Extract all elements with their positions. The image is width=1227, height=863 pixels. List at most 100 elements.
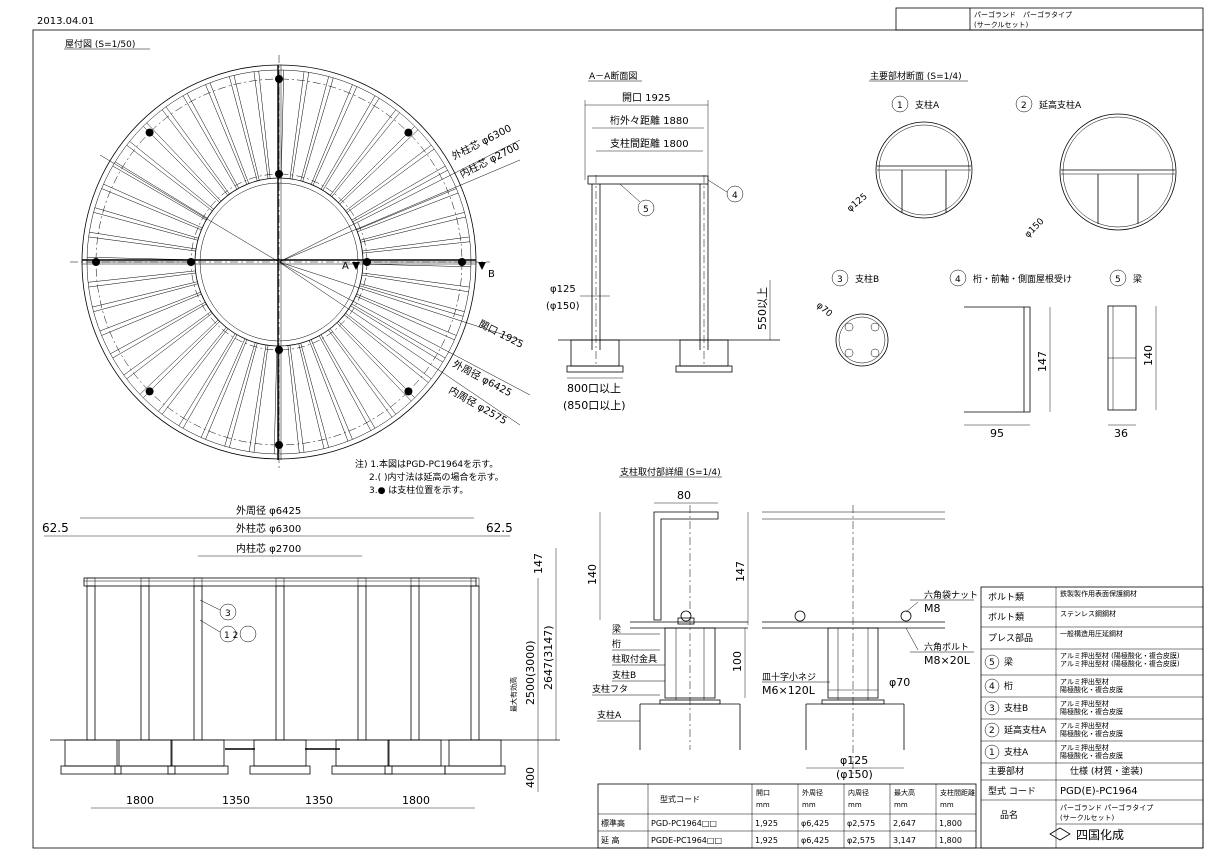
- main-sections: 主要部材断面 (S=1/4) 1 支柱A φ125 2 延高支柱A φ150 3…: [814, 70, 1177, 440]
- elev-post: [275, 585, 285, 741]
- model-header: mm: [894, 801, 908, 809]
- spec-row-value: ステンレス鋼鋼材: [1060, 609, 1116, 618]
- plan-post-outer: [145, 128, 154, 137]
- spec-row-no-circle: [984, 700, 1000, 716]
- item4-h: 147: [1036, 351, 1049, 372]
- model-cell: φ6,425: [801, 836, 829, 845]
- elev-outer-core: 外柱芯 φ6300: [236, 522, 301, 535]
- spec-row-no: 1: [989, 748, 995, 758]
- plan-post-inner: [275, 170, 283, 178]
- plan-marker-a: A: [342, 261, 349, 272]
- spec-product-value2: (サークルセット): [1060, 814, 1115, 822]
- detail-w80: 80: [677, 489, 691, 502]
- elev-overhang-left: 62.5: [42, 521, 69, 535]
- spec-row-value: アルミ押出型材: [1060, 743, 1109, 752]
- elev-post: [140, 585, 150, 741]
- model-header: mm: [756, 801, 770, 809]
- plan-rafter-edge: [233, 75, 260, 181]
- detail-label-posta: 支柱A: [597, 709, 622, 721]
- item5-no: 5: [1115, 275, 1121, 285]
- item1-no: 1: [897, 101, 903, 111]
- detail-d125: φ125: [840, 754, 868, 767]
- model-header: 内周径: [848, 788, 869, 797]
- spec-row-no-circle: [984, 722, 1000, 738]
- item3-label: 支柱B: [855, 273, 879, 285]
- plan-rafter: [93, 283, 198, 312]
- elev-post-head: [193, 577, 203, 587]
- spec-row-name: ボルト類: [988, 592, 1024, 603]
- elev-footing-base: [60, 765, 122, 775]
- plan-rafter-edge: [355, 295, 455, 341]
- elev-height: 2500(3000): [524, 640, 537, 705]
- item2-no: 2: [1021, 101, 1027, 111]
- plan-rafter-edge: [357, 192, 459, 233]
- model-header: mm: [848, 801, 862, 809]
- plan-rafter: [253, 345, 269, 453]
- plan-rafter-edge: [280, 70, 285, 179]
- plan-rafter-edge: [89, 231, 197, 250]
- plan-rafter-edge: [308, 340, 349, 442]
- title-product-line1: パーゴランド パーゴラタイプ: [974, 10, 1072, 19]
- detail-bolt: 六角ボルト: [924, 641, 969, 653]
- spec-row-no: 5: [989, 658, 995, 668]
- elev-footing: [253, 739, 307, 767]
- model-cell: 1,800: [939, 819, 962, 828]
- plan-rafter: [320, 334, 376, 429]
- plan-rafter-edge: [115, 161, 208, 219]
- plan-opening: 開口 1925: [477, 318, 526, 351]
- plan-rafter: [112, 165, 207, 221]
- note-3: 3.● は支柱位置を示す。: [369, 484, 468, 496]
- spec-row-value: 陽極酸化・複合皮膜: [1060, 707, 1123, 716]
- item1-dia: φ125: [846, 192, 870, 215]
- item5-w: 36: [1114, 427, 1128, 440]
- plan-rafter-edge: [224, 342, 256, 447]
- item3-no: 3: [837, 275, 843, 285]
- elev-total: 2647(3147): [542, 625, 555, 690]
- aa-post-dia: φ125: [550, 284, 576, 295]
- spec-row-value: 陽極酸化・複合皮膜: [1060, 751, 1123, 760]
- spec-row-value: アルミ押出型材: [1060, 699, 1109, 708]
- aa-depth: 550以上: [756, 287, 769, 330]
- elev-clearance: 最大有効高: [509, 677, 518, 712]
- plan-rafter: [253, 71, 269, 179]
- plan-rafter-edge: [110, 301, 206, 355]
- aa-post-span: 支柱間距離 1800: [610, 137, 689, 150]
- model-cell: 1,925: [755, 819, 778, 828]
- model-header: 支柱間距離: [940, 788, 975, 797]
- plan-rafter: [345, 144, 432, 212]
- spec-row-name: 梁: [1004, 656, 1013, 668]
- elev-top: 147: [532, 553, 545, 574]
- plan-rafter-edge: [178, 333, 236, 426]
- spec-row-no-circle: [984, 744, 1000, 760]
- elev-inner-core: 内柱芯 φ2700: [236, 542, 301, 555]
- plan-rafter-edge: [88, 270, 196, 283]
- plan-rafter: [356, 293, 457, 336]
- plan-rafter: [205, 339, 248, 440]
- plan-post-outer: [275, 441, 283, 449]
- plan-rafter-edge: [123, 311, 212, 376]
- plan-rafter: [300, 343, 329, 448]
- elev-footing-base: [444, 765, 506, 775]
- spec-row-no: 4: [989, 682, 995, 692]
- plan-rafter: [360, 212, 465, 241]
- spec-product-value1: パーゴランド パーゴラタイプ: [1060, 803, 1153, 812]
- plan-rafter: [229, 76, 258, 181]
- elev-footing-base: [384, 765, 446, 775]
- plan-rafter: [161, 109, 229, 196]
- spec-row-value: アルミ押出型材: [1060, 677, 1109, 686]
- plan-rafter: [182, 334, 238, 429]
- item3-dia: φ70: [814, 301, 834, 320]
- elev-callout-12: 1 2: [224, 631, 238, 641]
- item2-dia: φ150: [1023, 217, 1047, 241]
- plan-rafter-edge: [129, 141, 214, 210]
- plan-rafter: [320, 95, 376, 190]
- spec-row-value: 一般構造用圧延鋼材: [1060, 629, 1123, 638]
- post-detail: 支柱取付部詳細 (S=1/4) 80 140 147 100 梁 桁 柱取付金具…: [586, 466, 978, 781]
- plan-rafter: [289, 345, 305, 453]
- spec-table: ボルト類鉄製製作用表面保護鋼材ボルト類ステンレス鋼鋼材プレス部品一般構造用圧延鋼…: [980, 586, 1204, 849]
- elev-depth: 400: [524, 767, 537, 788]
- spec-row-value: 陽極酸化・複合皮膜: [1060, 729, 1123, 738]
- model-cell: PGD-PC1964□□: [651, 819, 717, 828]
- item4-label: 桁・前軸・側面屋根受け: [973, 273, 1072, 285]
- plan-rafter-edge: [258, 71, 271, 179]
